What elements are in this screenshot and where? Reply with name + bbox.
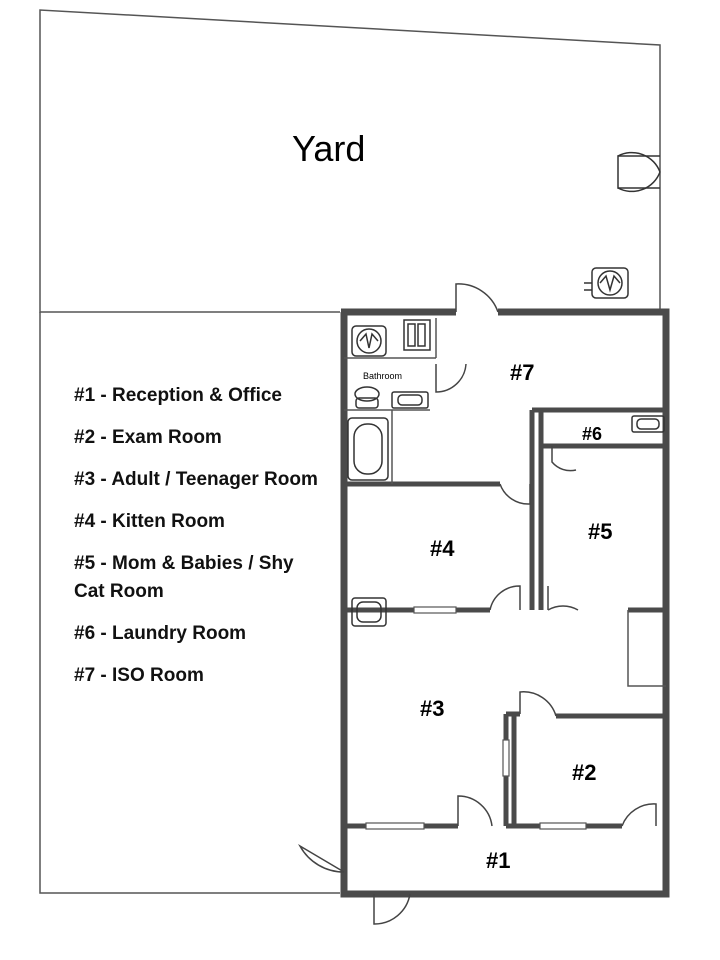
legend-item-4: #4 - Kitten Room	[74, 511, 225, 532]
bathtub-icon	[347, 417, 389, 481]
legend-item-1: #1 - Reception & Office	[74, 385, 282, 406]
room-7-label: #7	[510, 360, 535, 385]
room-6-label: #6	[582, 424, 603, 444]
kitten-sink-icon	[351, 597, 387, 627]
yard-boundary	[39, 9, 661, 894]
windows	[365, 606, 587, 830]
room-legend: #1 - Reception & Office #2 - Exam Room #…	[74, 382, 324, 704]
building-walls	[340, 308, 670, 898]
legend-item-5: #5 - Mom & Babies / Shy Cat Room	[74, 553, 294, 602]
bathroom-label: Bathroom	[363, 371, 403, 381]
room-4-label: #4	[430, 536, 455, 561]
sink-icon	[391, 391, 429, 409]
room-1-label: #1	[486, 848, 511, 873]
laundry-sink-icon	[631, 415, 665, 433]
legend-item-6: #6 - Laundry Room	[74, 623, 247, 644]
legend-item-3: #3 - Adult / Teenager Room	[74, 469, 318, 490]
legend-item-2: #2 - Exam Room	[74, 427, 222, 448]
bath-washer-icon	[351, 325, 387, 357]
washer-icon	[584, 267, 629, 299]
thin-walls	[344, 318, 666, 687]
legend-item-7: #7 - ISO Room	[74, 665, 204, 686]
shower-icon	[403, 319, 431, 351]
room-5-label: #5	[588, 519, 613, 544]
room-3-label: #3	[420, 696, 445, 721]
room-2-label: #2	[572, 760, 597, 785]
toilet-icon	[354, 386, 380, 409]
yard-label: Yard	[292, 128, 366, 169]
double-door-icon	[617, 151, 661, 193]
door-swings	[298, 283, 657, 925]
